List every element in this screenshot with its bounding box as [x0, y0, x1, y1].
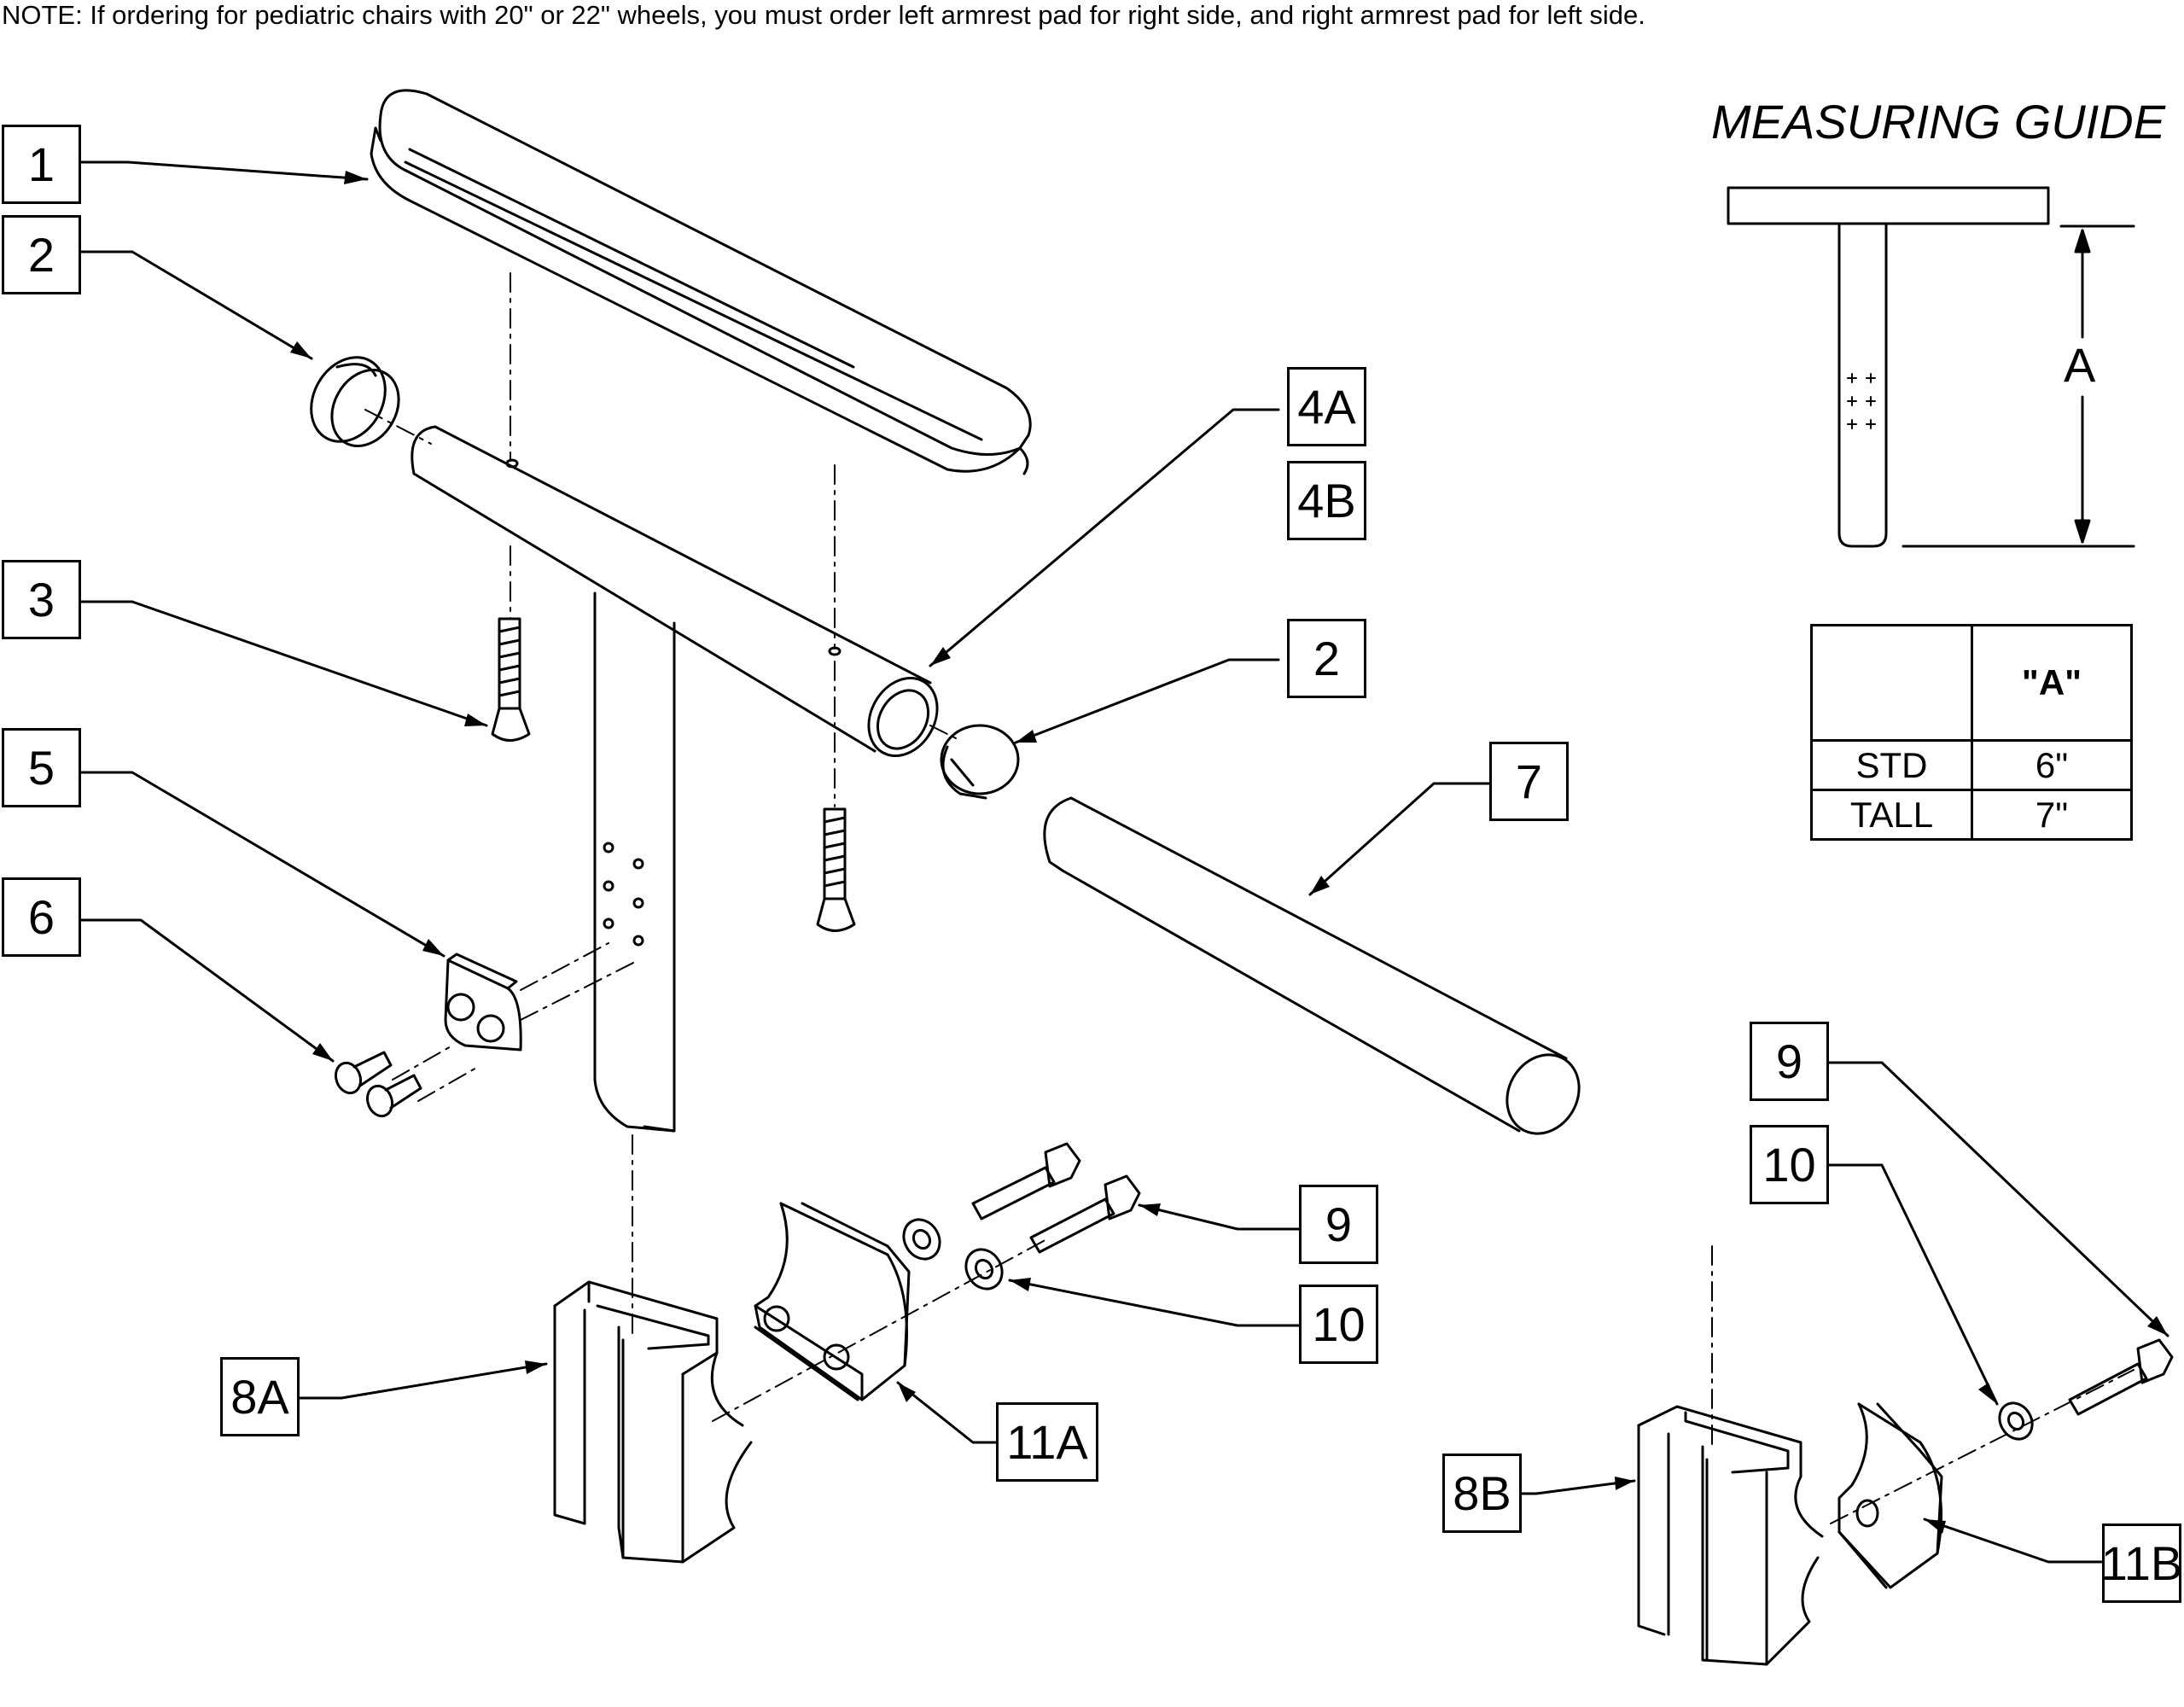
- clamp-11b: [1837, 1402, 1943, 1589]
- ordering-note: NOTE: If ordering for pediatric chairs w…: [2, 0, 1645, 30]
- callout-5: 5: [2, 728, 81, 807]
- leader-arrowheads: [290, 171, 2168, 1534]
- callout-3: 3: [2, 560, 81, 639]
- callout-8a: 8A: [220, 1357, 300, 1436]
- vertical-post: [593, 591, 676, 1133]
- callout-10-right: 10: [1750, 1125, 1829, 1204]
- measuring-guide-title: MEASURING GUIDE: [1711, 95, 2166, 149]
- callout-6: 6: [2, 877, 81, 957]
- end-cap-lower: [940, 724, 1020, 800]
- washers-bolts-left: [902, 1142, 1141, 1290]
- washer-bolt-right: [1998, 1338, 2174, 1441]
- callout-4b: 4B: [1287, 461, 1366, 540]
- assembly-lines: [364, 272, 2134, 1524]
- callout-11b: 11B: [2101, 1523, 2182, 1603]
- table-cell-std-value: 6": [1971, 739, 2133, 791]
- callout-2-right: 2: [1287, 619, 1366, 698]
- table-cell-tall-value: 7": [1971, 789, 2133, 841]
- table-cell-tall: TALL: [1810, 789, 1973, 841]
- measuring-table: "A" STD 6" TALL 7": [1810, 624, 2133, 841]
- dimension-label-a: A: [2064, 338, 2096, 392]
- leader-lines: [79, 160, 2169, 1564]
- end-cap-upper: [310, 356, 400, 448]
- callout-11a: 11A: [996, 1402, 1098, 1482]
- bracket-plate: [444, 953, 522, 1052]
- screw-lower: [816, 807, 856, 932]
- callout-7: 7: [1489, 742, 1569, 821]
- callout-9-right: 9: [1750, 1022, 1829, 1101]
- receiver-8a: [553, 1280, 753, 1564]
- receiver-8b: [1637, 1405, 1824, 1666]
- table-header-a: "A": [1971, 624, 2133, 742]
- measuring-guide-figure: [1727, 186, 2135, 548]
- callout-8b: 8B: [1442, 1454, 1522, 1533]
- clamp-11a: [754, 1202, 911, 1401]
- table-cell-std: STD: [1810, 739, 1973, 791]
- table-header-blank: [1810, 624, 1973, 742]
- callout-4a: 4A: [1287, 367, 1366, 446]
- callout-9-left: 9: [1299, 1185, 1378, 1264]
- callout-1: 1: [2, 125, 81, 204]
- armrest-pad: [370, 89, 1032, 475]
- screw-upper: [491, 617, 531, 742]
- armrest-tube: [411, 425, 939, 757]
- long-tube: [1043, 796, 1581, 1135]
- small-screws: [334, 1051, 422, 1118]
- callout-10-left: 10: [1299, 1285, 1378, 1364]
- callout-2-top: 2: [2, 215, 81, 294]
